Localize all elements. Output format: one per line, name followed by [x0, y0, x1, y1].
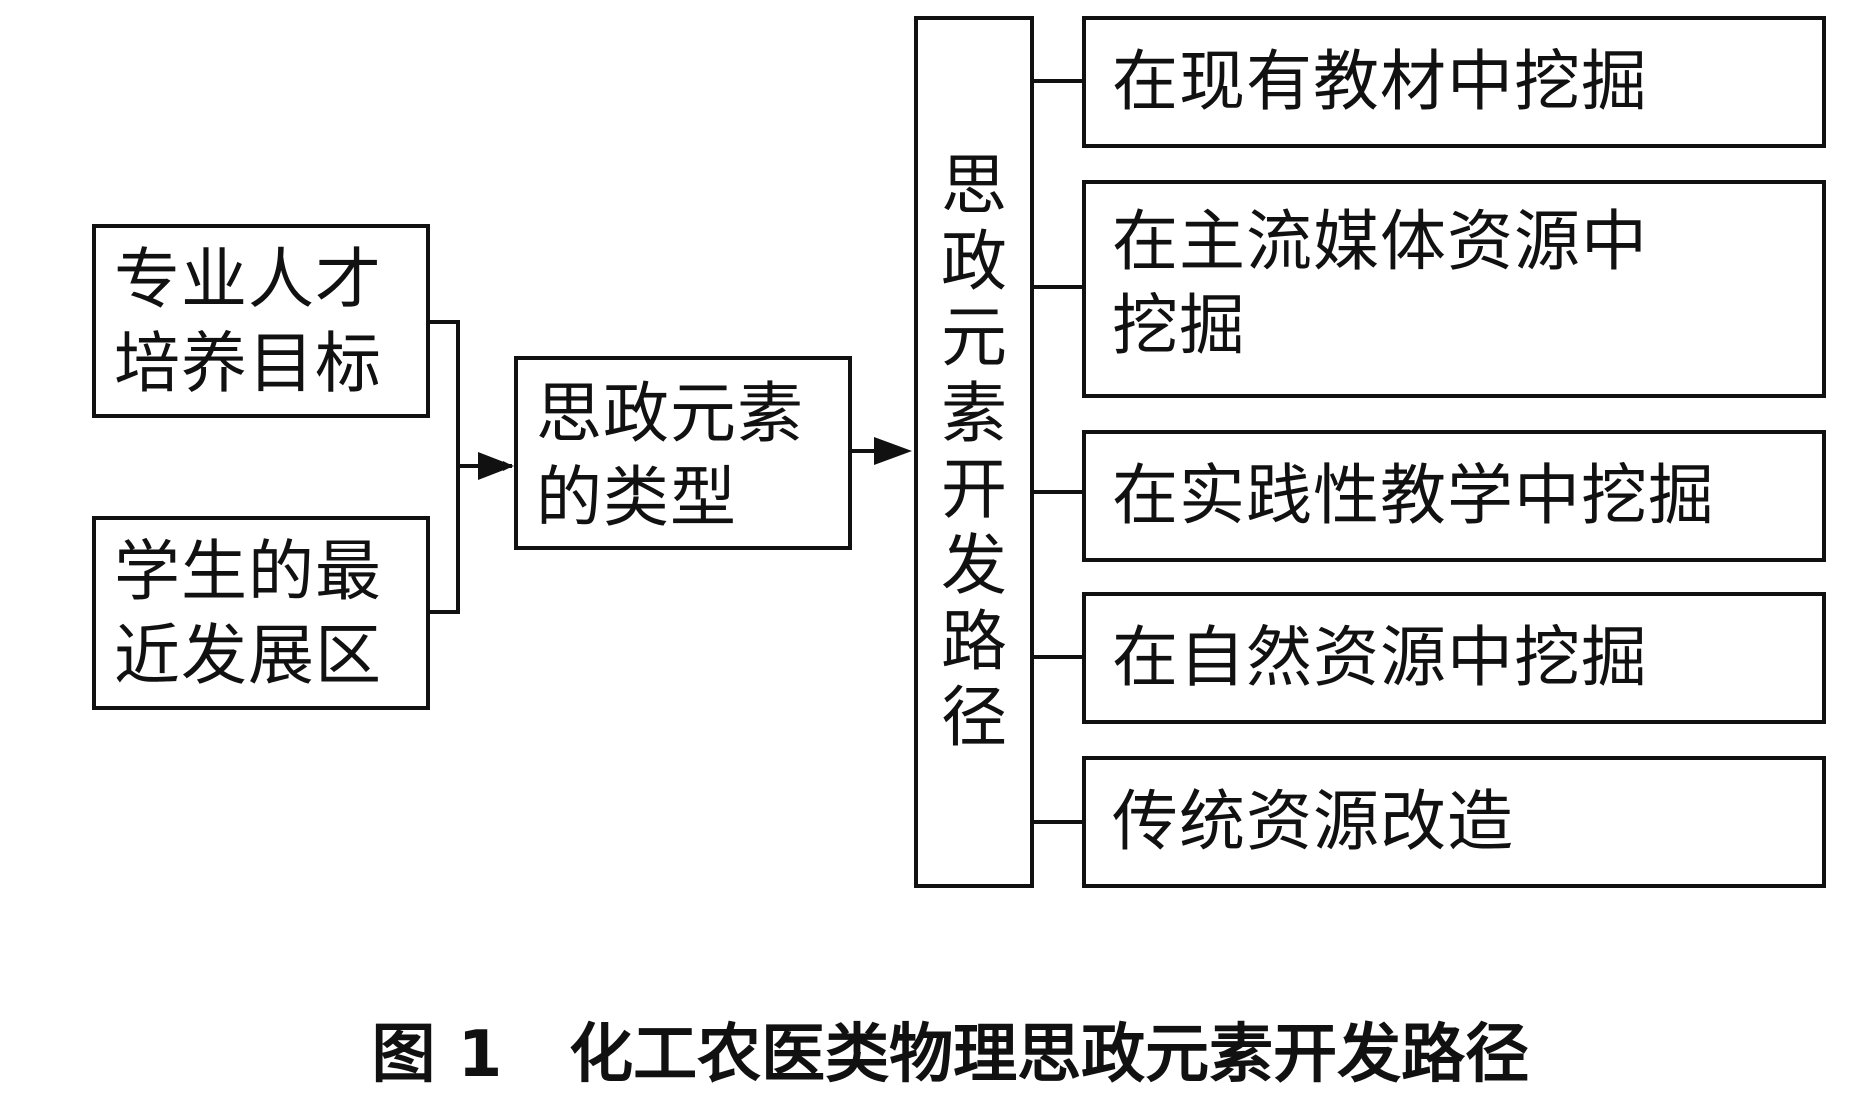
input-box-development-zone-line-2: 近发展区 — [114, 617, 382, 694]
path-box-practice: 在实践性教学中挖掘 — [1082, 430, 1826, 562]
input-box-talent-goal: 专业人才 培养目标 — [92, 224, 430, 418]
connectors — [430, 79, 1082, 824]
path-box-practice-text: 在实践性教学中挖掘 — [1112, 457, 1715, 534]
path-box-textbook-text: 在现有教材中挖掘 — [1112, 43, 1648, 120]
path-box-media: 在主流媒体资源中 挖掘 — [1082, 180, 1826, 398]
path-box-tradition-text: 传统资源改造 — [1112, 783, 1514, 860]
path-box-textbook: 在现有教材中挖掘 — [1082, 16, 1826, 148]
path-box-media-line-2: 挖掘 — [1112, 287, 1246, 364]
path-box-tradition: 传统资源改造 — [1082, 756, 1826, 888]
path-box-nature-text: 在自然资源中挖掘 — [1112, 619, 1648, 696]
figure-number: 图 1 — [371, 1018, 503, 1092]
development-path-hub-text: 思政元素开发路径 — [941, 147, 1007, 756]
path-box-nature: 在自然资源中挖掘 — [1082, 592, 1826, 724]
input-box-talent-goal-line-2: 培养目标 — [114, 325, 382, 402]
path-box-media-line-1: 在主流媒体资源中 — [1112, 203, 1648, 280]
element-types-line-1: 思政元素 — [536, 375, 804, 452]
input-box-development-zone-line-1: 学生的最 — [114, 533, 382, 610]
input-bracket — [430, 320, 460, 614]
development-path-hub: 思政元素开发路径 — [914, 16, 1034, 888]
element-types-box: 思政元素 的类型 — [514, 356, 852, 550]
element-types-line-2: 的类型 — [536, 459, 737, 536]
arrowhead-to-types — [478, 452, 514, 480]
figure-title: 化工农医类物理思政元素开发路径 — [569, 1018, 1530, 1092]
figure-caption: 图 1 化工农医类物理思政元素开发路径 — [0, 935, 1856, 1095]
input-box-development-zone: 学生的最 近发展区 — [92, 516, 430, 710]
arrowhead-to-hub — [874, 437, 912, 465]
input-box-talent-goal-line-1: 专业人才 — [114, 241, 382, 318]
